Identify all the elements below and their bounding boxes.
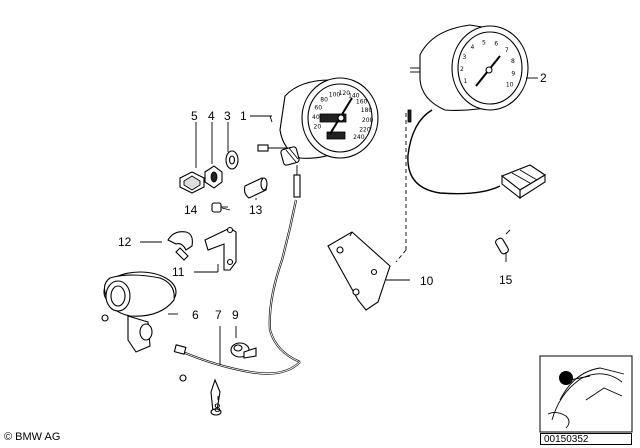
rubber-bush[interactable] — [204, 165, 223, 189]
callout-11[interactable]: 11 — [172, 265, 185, 279]
bracket[interactable] — [204, 226, 237, 271]
callout-12[interactable]: 12 — [118, 235, 132, 249]
screw[interactable] — [211, 202, 228, 213]
speedo-scale-label: 200 — [362, 117, 374, 124]
instrument-bracket[interactable] — [327, 231, 391, 311]
speedo-scale-label: 240 — [353, 134, 365, 141]
callout-4[interactable]: 4 — [208, 109, 215, 123]
speedo-scale-label: 60 — [314, 104, 322, 111]
tacho-connector — [500, 164, 547, 200]
speedo-scale-label: 80 — [320, 96, 328, 103]
motorcycle-thumbnail — [539, 355, 633, 433]
speedo-scale-label: 220 — [359, 127, 371, 134]
speedo-scale-label: 140 — [348, 93, 360, 100]
callout-7[interactable]: 7 — [215, 308, 222, 322]
callout-8[interactable]: 8 — [214, 401, 221, 415]
location-marker — [559, 371, 573, 385]
cable-clip[interactable] — [167, 231, 193, 261]
tacho-scale-label: 9 — [511, 71, 515, 78]
speedo-scale-label: 160 — [356, 99, 368, 106]
callout-9[interactable]: 9 — [232, 308, 239, 322]
grommet[interactable] — [230, 342, 257, 359]
tacho-scale-label: 10 — [506, 82, 514, 89]
bolt[interactable] — [210, 378, 222, 416]
tacho-scale-label: 4 — [471, 44, 475, 51]
callout-6[interactable]: 6 — [192, 308, 199, 322]
speedo-scale-label: 120 — [339, 90, 351, 97]
tacho-scale-label: 7 — [505, 47, 509, 54]
copyright-text: © BMW AG — [4, 431, 61, 443]
callout-10[interactable]: 10 — [420, 274, 434, 288]
sleeve[interactable] — [243, 177, 268, 199]
speedo-scale-label: 180 — [361, 107, 373, 114]
tacho-scale-label: 1 — [464, 78, 468, 85]
tacho-scale-label: 5 — [482, 39, 486, 46]
tacho-scale-label: 8 — [511, 58, 515, 65]
speedometer-cable[interactable] — [173, 165, 301, 382]
diagram-number: 00150352 — [540, 433, 632, 445]
speedo-scale-label: 100 — [329, 91, 341, 98]
callout-13[interactable]: 13 — [249, 203, 263, 217]
callout-2[interactable]: 2 — [540, 71, 547, 85]
speedo-scale-label: 20 — [314, 124, 322, 131]
tacho-scale-label: 6 — [494, 40, 498, 47]
bulb-holder[interactable] — [495, 229, 511, 255]
callout-15[interactable]: 15 — [499, 273, 513, 287]
callout-5[interactable]: 5 — [191, 109, 198, 123]
callout-1[interactable]: 1 — [240, 109, 247, 123]
tacho-scale-label: 3 — [463, 54, 467, 61]
callout-3[interactable]: 3 — [224, 109, 231, 123]
leader-lines — [140, 77, 538, 400]
tacho-scale-label: 2 — [460, 66, 464, 73]
hex-nut[interactable] — [179, 171, 205, 194]
callout-14[interactable]: 14 — [184, 203, 198, 217]
callouts: 1 2 3 4 5 6 7 8 9 10 11 12 13 14 15 — [118, 71, 547, 415]
speedo-drive[interactable] — [101, 271, 177, 353]
washer[interactable] — [225, 150, 239, 170]
speedo-scale-label: 40 — [312, 114, 320, 121]
